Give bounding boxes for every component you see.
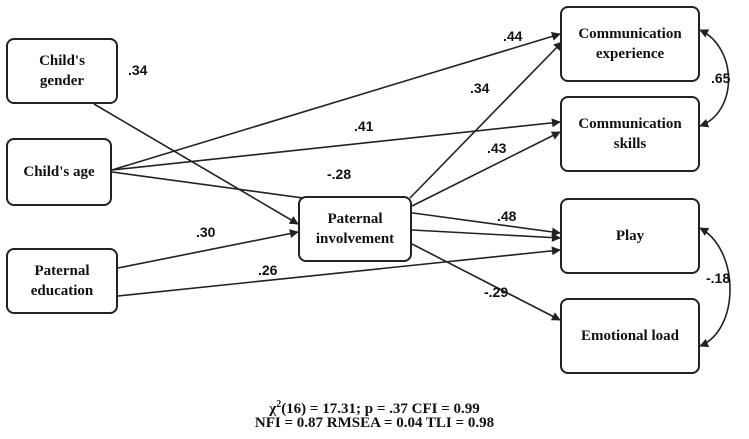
path-education-play (117, 246, 561, 297)
coef-education-play: .26 (258, 262, 278, 278)
path-involvement-comm-experience (409, 41, 563, 199)
path-gender-involvement (93, 103, 299, 225)
correlation-comm-experience-skills (699, 29, 730, 128)
node-paternal-involvement: Paternal involvement (298, 196, 412, 262)
node-paternal-education: Paternal education (6, 248, 118, 314)
coef-gender-involvement: .34 (128, 62, 148, 78)
path-education-involvement (117, 229, 299, 269)
chi-square-superscript: 2 (276, 399, 282, 410)
coef-age-comm-experience: .44 (503, 28, 523, 44)
path-age-comm-skills (111, 118, 561, 171)
coef-involvement-comm-experience: .34 (470, 80, 490, 96)
path-involvement-play (411, 229, 561, 243)
coef-correlation-play-emotional: -.18 (706, 270, 731, 286)
node-communication-skills: Communication skills (560, 96, 700, 172)
fit-statistics-line-2: NFI = 0.87 RMSEA = 0.04 TLI = 0.98 (254, 415, 495, 431)
coef-age-comm-skills: .41 (354, 118, 374, 134)
correlation-play-emotional-load (699, 227, 731, 348)
coef-involvement-play: .48 (497, 208, 517, 224)
coef-involvement-emotional-load: -.29 (484, 284, 509, 300)
path-involvement-emotional-load (411, 243, 561, 321)
coef-age-play: -.28 (327, 166, 352, 182)
path-involvement-comm-skills (411, 131, 561, 207)
node-play: Play (560, 198, 700, 274)
node-childs-age: Child's age (6, 138, 112, 206)
chi-square-symbol: χ (269, 401, 277, 417)
coef-involvement-comm-skills: .43 (487, 140, 507, 156)
node-emotional-load: Emotional load (560, 298, 700, 374)
coef-education-involvement: .30 (196, 224, 216, 240)
node-childs-gender: Child's gender (6, 38, 118, 104)
coef-correlation-comm: .65 (711, 70, 731, 86)
fit-statistics-line-1: χ2(16) = 17.31; p = .37 CFI = 0.99 (0, 396, 749, 418)
path-age-comm-experience (111, 32, 561, 171)
fit-statistics-line-1-text: (16) = 17.31; p = .37 CFI = 0.99 (281, 401, 480, 417)
node-communication-experience: Communication experience (560, 6, 700, 82)
